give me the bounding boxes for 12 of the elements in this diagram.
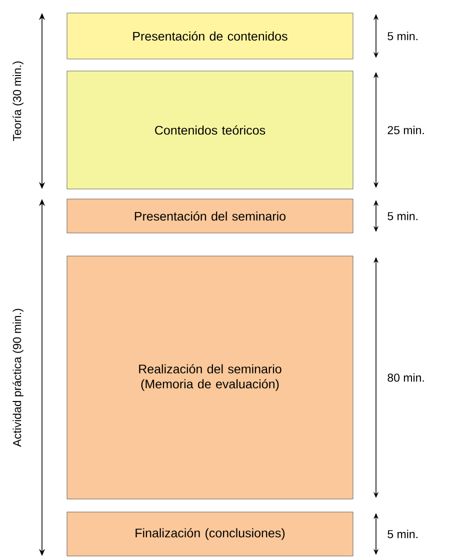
- process-box: Contenidos teóricos: [66, 70, 354, 190]
- process-box: Finalización (conclusiones): [66, 512, 354, 556]
- duration-label: 80 min.: [388, 373, 424, 382]
- duration-label: 5 min.: [388, 32, 418, 40]
- process-box: Realización del seminario (Memoria de evaluación): [66, 256, 354, 500]
- phase-label: Actividad práctica (90 min.): [12, 308, 24, 447]
- duration-label: 25 min.: [388, 126, 424, 134]
- duration-label: 5 min.: [388, 212, 418, 220]
- process-box: Presentación del seminario: [66, 198, 354, 234]
- duration-label: 5 min.: [388, 530, 418, 538]
- process-box: Presentación de contenidos: [66, 12, 354, 60]
- phase-label: Teoría (30 min.): [12, 61, 24, 142]
